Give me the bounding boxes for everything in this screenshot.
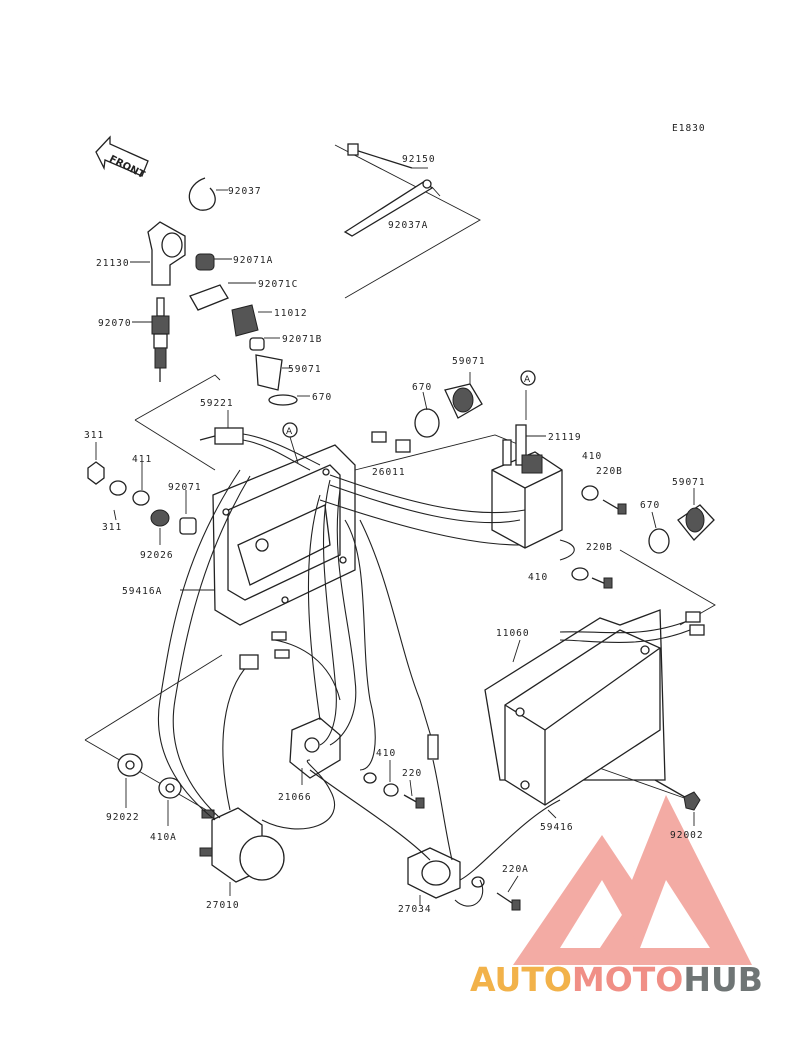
- part-label: 59416: [540, 822, 574, 833]
- callout-label: A: [286, 427, 293, 437]
- diagram-code: E1830: [672, 123, 706, 134]
- part-label: 92022: [106, 812, 140, 823]
- wiring-harness: [158, 469, 705, 907]
- part-label: 92002: [670, 830, 704, 841]
- part-label: 92037: [228, 186, 262, 197]
- callout-a-icon: A A: [282, 370, 536, 464]
- part-label: 59071: [452, 356, 486, 367]
- part-label: 92071B: [282, 334, 322, 345]
- part-label: 21119: [548, 432, 582, 443]
- part-label: 220B: [586, 542, 613, 553]
- fitting-part-right: [648, 488, 715, 554]
- part-label: 220B: [596, 466, 623, 477]
- part-label: 220: [402, 768, 422, 779]
- fastener-parts: [363, 760, 425, 809]
- part-label: 220A: [502, 864, 529, 875]
- part-label: 26011: [372, 467, 406, 478]
- watermark-brand: AUTOMOTOHUB: [470, 960, 800, 1000]
- electric-box-part: [484, 609, 666, 819]
- part-label: 59221: [200, 398, 234, 409]
- part-label: 670: [412, 382, 432, 393]
- part-labels: 92150 92037 92037A 21130 92071A 92071C 1…: [84, 154, 706, 915]
- plug-cap-part: [130, 221, 186, 286]
- nut-washer-parts: [87, 442, 197, 545]
- part-label: 21066: [278, 792, 312, 803]
- part-label: 21130: [96, 258, 130, 269]
- brand-part-hub: HUB: [683, 960, 763, 999]
- part-label: 27034: [398, 904, 432, 915]
- brand-part-moto: MOTO: [571, 960, 684, 999]
- connector-part: [395, 439, 411, 453]
- part-label: 92150: [402, 154, 436, 165]
- part-label: 92026: [140, 550, 174, 561]
- part-label: 92037A: [388, 220, 428, 231]
- part-label: 92070: [98, 318, 132, 329]
- part-label: 92071C: [258, 279, 298, 290]
- ignition-coil-part: [491, 390, 563, 549]
- relay-part: [407, 847, 521, 911]
- brand-part-auto: AUTO: [470, 960, 572, 999]
- electric-box-cover-part: [180, 444, 356, 626]
- spark-plug-part: [132, 297, 170, 382]
- part-label: 59416A: [122, 586, 162, 597]
- part-label: 670: [640, 500, 660, 511]
- part-label: 59071: [672, 477, 706, 488]
- part-label: 410: [528, 572, 548, 583]
- grommet-parts: [189, 253, 310, 406]
- part-label: 410A: [150, 832, 177, 843]
- part-label: 92071: [168, 482, 202, 493]
- part-label: 11012: [274, 308, 308, 319]
- starter-relay-part: [199, 807, 285, 896]
- part-label: 311: [102, 522, 122, 533]
- part-label: 410: [582, 451, 602, 462]
- part-label: 670: [312, 392, 332, 403]
- clamp-part: [188, 177, 216, 211]
- part-label: 311: [84, 430, 104, 441]
- bracket-group: [334, 143, 481, 299]
- callout-label: A: [524, 375, 531, 385]
- part-label: 27010: [206, 900, 240, 911]
- bolt-part: [654, 779, 701, 826]
- washer-parts: [117, 753, 182, 826]
- front-arrow-icon: FRONT: [95, 135, 149, 181]
- part-label: 92071A: [233, 255, 273, 266]
- part-label: 411: [132, 454, 152, 465]
- fastener-parts: [571, 485, 627, 589]
- part-label: 11060: [496, 628, 530, 639]
- fitting-part: [414, 372, 483, 438]
- connector-part: [371, 431, 387, 443]
- connector-part: [199, 410, 321, 471]
- part-label: 59071: [288, 364, 322, 375]
- part-label: 410: [376, 748, 396, 759]
- watermark-logo-icon: [513, 795, 752, 965]
